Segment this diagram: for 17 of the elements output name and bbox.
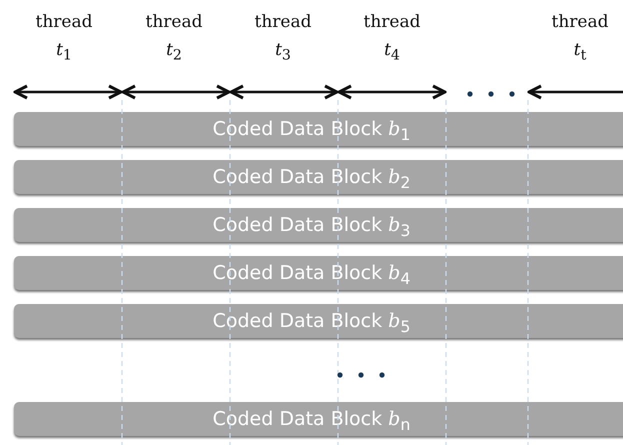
thread-label: thread t$_{1}$ [34,11,94,66]
thread-label: thread t$_{3}$ [254,11,312,66]
data-block-bar [14,112,623,146]
block-label: Coded Data Block b$_{3}$ [212,213,412,242]
block-label: Coded Data Block b$_{1}$ [212,117,412,146]
block-label: Coded Data Block b$_{2}$ [212,165,412,194]
data-block-bar [14,402,623,436]
block-label: Coded Data Block b$_{n}$ [212,407,412,436]
block-label: Coded Data Block b$_{5}$ [212,309,412,338]
thread-label: thread t$_{t}$ [550,11,610,66]
block-label: Coded Data Block b$_{4}$ [212,261,412,290]
thread-label: thread t$_{2}$ [144,11,204,66]
data-block-bar [14,256,623,290]
data-block-bar [14,304,623,338]
data-block-bar [14,208,623,242]
thread-label: thread t$_{4}$ [362,11,422,66]
data-block-bar [14,160,623,194]
